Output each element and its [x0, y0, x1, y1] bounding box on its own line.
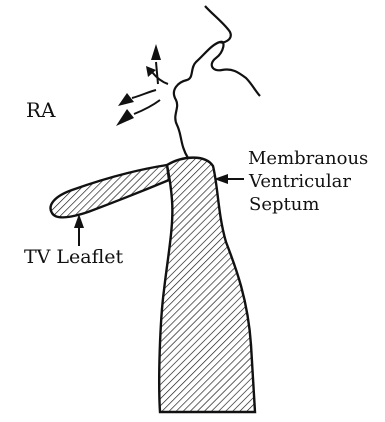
flow-arrow-1-head — [151, 44, 161, 60]
flow-arrow-3-head — [118, 93, 134, 106]
septum-label-line-2: Ventricular — [248, 170, 368, 193]
flow-arrow-4 — [134, 100, 160, 114]
tv-leaflet-shape — [51, 165, 169, 217]
ra-label: RA — [26, 100, 56, 120]
septum-label-line-1: Membranous — [248, 147, 368, 170]
septum-pointer — [214, 174, 244, 184]
tissue-strand — [174, 42, 260, 158]
flow-arrow-2 — [152, 72, 168, 84]
tv-leaflet-label: TV Leaflet — [24, 248, 123, 267]
flow-arrows — [116, 44, 168, 126]
septum-label-line-3: Septum — [248, 193, 368, 216]
tissue-strand-top — [205, 6, 231, 43]
leaflet-pointer — [74, 214, 84, 246]
flow-arrow-1 — [156, 62, 158, 84]
flow-arrow-3 — [132, 90, 156, 98]
membranous-ventricular-septum-label: Membranous Ventricular Septum — [248, 147, 368, 216]
ventricular-septum-shape — [159, 158, 255, 412]
flow-arrow-4-head — [116, 109, 134, 126]
